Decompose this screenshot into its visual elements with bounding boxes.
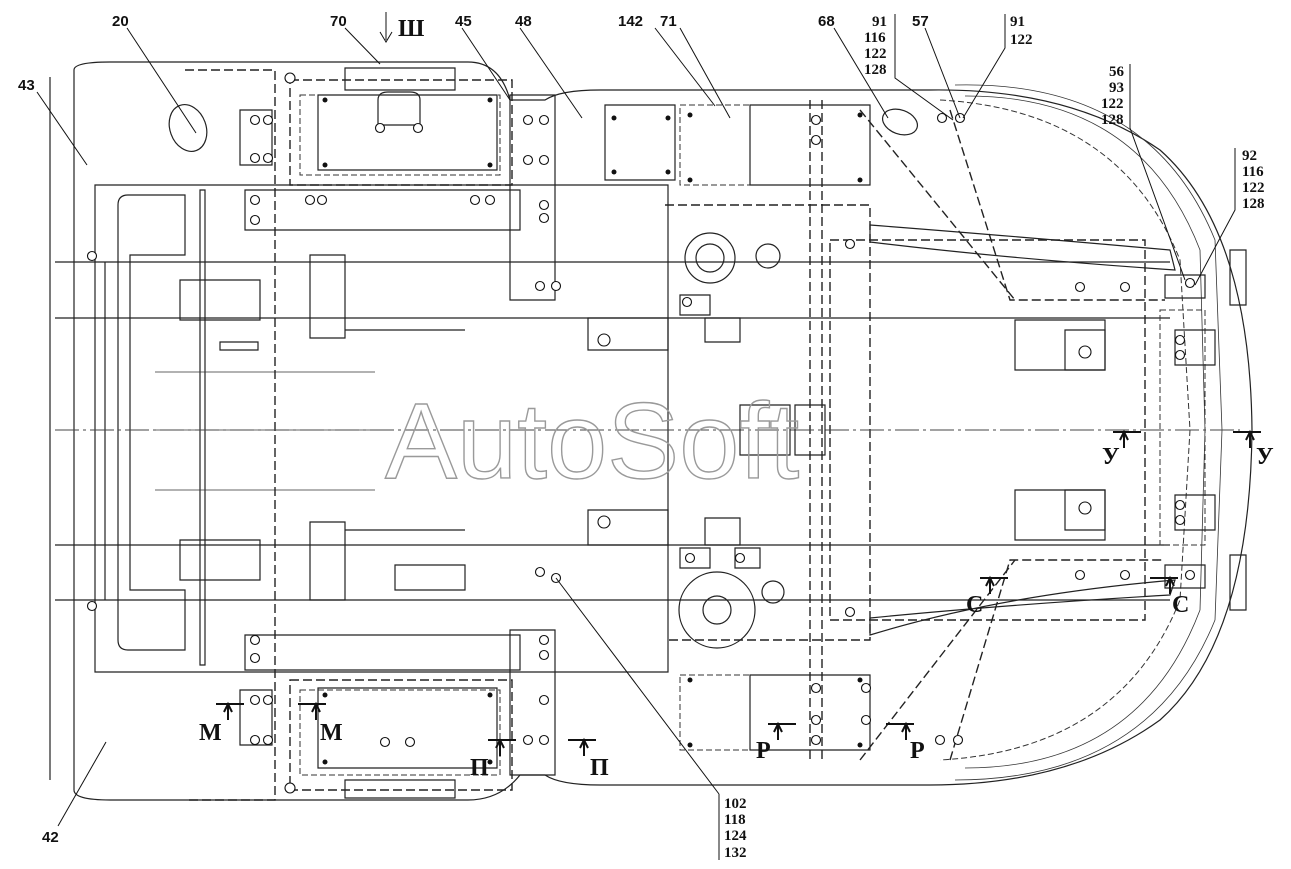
mounts [239, 67, 1216, 799]
callout-45: 45 [455, 13, 472, 30]
section-mark-p-left: П [470, 755, 489, 781]
section-mark-m-left: М [199, 720, 222, 746]
left-frame [55, 184, 1170, 673]
stack-item: 124 [724, 828, 747, 844]
section-mark-s-right: С [1172, 592, 1189, 618]
stack-56-93-122-128: 56 93 122 128 [1101, 64, 1125, 128]
view-mark-sh: Ш [398, 16, 424, 42]
stack-item: 128 [1242, 196, 1265, 212]
callout-labels: 20 43 70 45 48 142 71 68 57 42 [18, 13, 929, 846]
stack-item: 128 [1101, 112, 1124, 128]
bolts [86, 72, 1196, 794]
section-mark-u-left: У [1102, 444, 1120, 470]
section-marks: Ш М М П П Р Р У У С С [199, 16, 1274, 781]
section-mark-s-left: С [966, 592, 983, 618]
stack-item: 132 [724, 845, 747, 861]
section-mark-m-right: М [320, 720, 343, 746]
stack-item: 56 [1109, 64, 1125, 80]
stack-item: 116 [864, 30, 886, 46]
stack-item: 116 [1242, 164, 1264, 180]
stack-item: 93 [1109, 80, 1124, 96]
stack-91-116-122-128: 91 116 122 128 [864, 14, 887, 78]
callout-142: 142 [618, 13, 643, 30]
stack-item: 91 [872, 14, 887, 30]
callout-20: 20 [112, 13, 129, 30]
section-mark-p-right: П [590, 755, 609, 781]
section-mark-r-right: Р [910, 738, 925, 764]
stack-item: 91 [1010, 14, 1025, 30]
stack-item: 92 [1242, 148, 1257, 164]
stack-92-116-122-128: 92 116 122 128 [1242, 148, 1265, 212]
stack-91-122: 91 122 [1010, 14, 1033, 48]
vents [168, 104, 919, 152]
callout-48: 48 [515, 13, 532, 30]
stack-item: 122 [1101, 96, 1124, 112]
stack-item: 122 [1010, 32, 1033, 48]
section-mark-r-left: Р [756, 738, 771, 764]
stack-item: 102 [724, 796, 747, 812]
stack-102-118-124-132: 102 118 124 132 [724, 796, 747, 861]
stack-item: 128 [864, 62, 887, 78]
callout-71: 71 [660, 13, 677, 30]
stacked-callouts: 91 116 122 128 91 122 56 93 122 128 92 1… [724, 14, 1265, 861]
callout-70: 70 [330, 13, 347, 30]
section-mark-u-right: У [1256, 444, 1274, 470]
callout-57: 57 [912, 13, 929, 30]
callout-68: 68 [818, 13, 835, 30]
watermark: AutoSoft [385, 380, 799, 501]
callout-43: 43 [18, 77, 35, 94]
callout-42: 42 [42, 829, 59, 846]
stack-item: 122 [864, 46, 887, 62]
stack-item: 122 [1242, 180, 1265, 196]
stack-item: 118 [724, 812, 746, 828]
